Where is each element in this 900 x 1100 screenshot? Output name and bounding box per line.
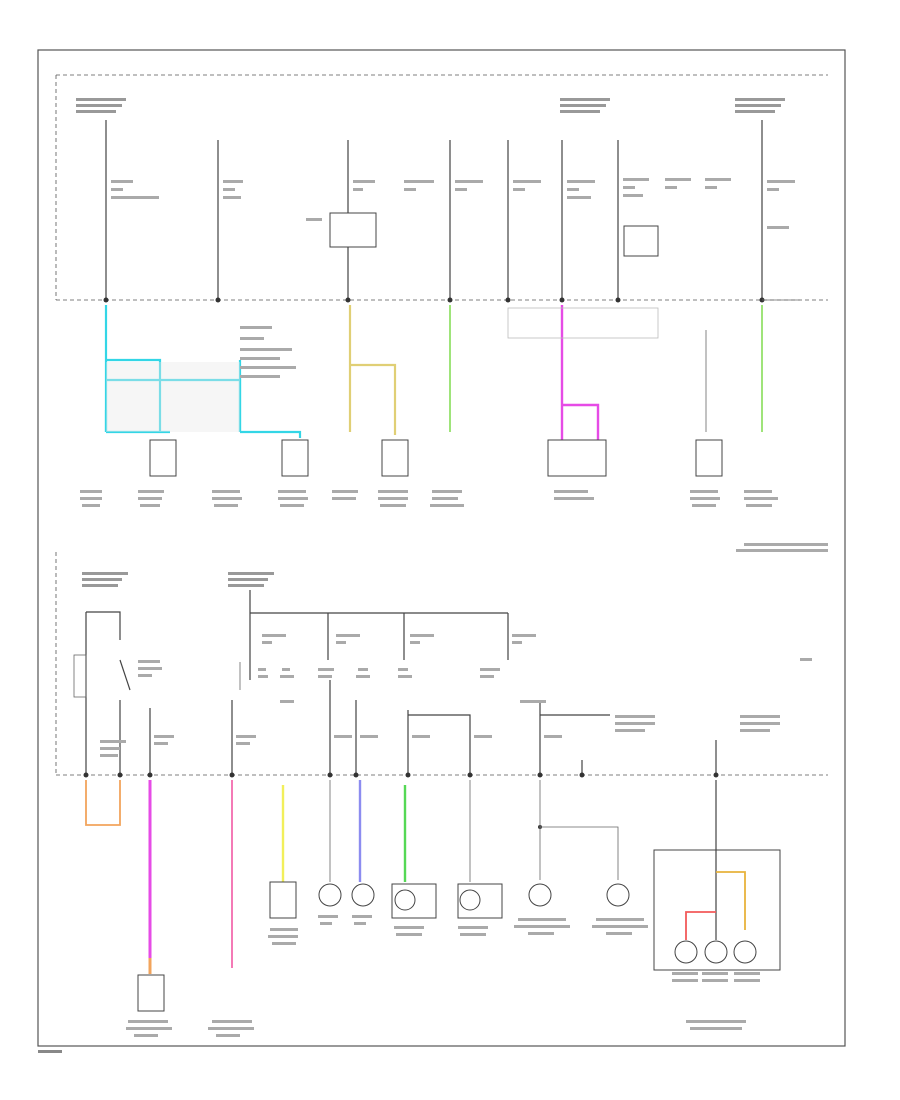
source-label-bottom-center — [228, 572, 274, 587]
source-label-left — [76, 98, 126, 113]
tail-light-wiring — [685, 780, 746, 940]
shaded-box-center — [507, 307, 659, 339]
wire-yellow — [348, 305, 397, 435]
top-component-captions — [80, 490, 778, 507]
bottom-fuse-labels — [100, 634, 812, 757]
header-right-mid — [736, 543, 828, 552]
source-label-center — [560, 98, 610, 113]
wire-cyan-group — [104, 305, 302, 438]
legend-list-top — [240, 326, 296, 378]
relay-box-right — [623, 225, 659, 257]
source-label-right — [735, 98, 785, 113]
bottom-bus-dots — [83, 772, 719, 858]
relay-box-top — [329, 212, 377, 248]
bottom-feed-drops — [149, 590, 717, 775]
wire-orange — [85, 780, 121, 826]
relay-label-top — [306, 218, 322, 221]
wire-magenta — [560, 305, 600, 440]
top-components — [149, 439, 723, 477]
bottom-component-captions — [126, 915, 760, 1037]
bottom-components — [137, 881, 757, 1012]
relay-label-left — [138, 660, 162, 677]
top-circuit-verticals — [105, 120, 763, 300]
footer-code-mark — [38, 1050, 62, 1053]
relay-switch-left — [73, 611, 131, 775]
top-fuse-labels — [111, 178, 795, 229]
bus-junction-dots — [103, 297, 765, 303]
outer-frame — [37, 49, 846, 1047]
source-label-bottom-left — [82, 572, 128, 587]
wire-grey-branch — [540, 826, 619, 880]
cyan-grey-overlay — [106, 362, 240, 432]
